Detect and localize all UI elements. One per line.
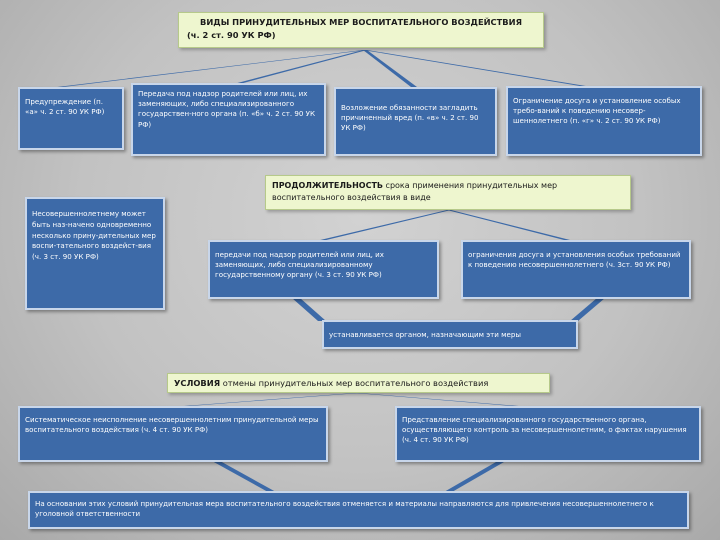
condition-item-1-text: Систематическое неисполнение несовершенн… — [25, 415, 319, 435]
connector-to-duration-2 — [447, 210, 574, 241]
conditions-rest: отмены принудительных мер воспитательног… — [220, 378, 489, 388]
title-box: ВИДЫ ПРИНУДИТЕЛЬНЫХ МЕР ВОСПИТАТЕЛЬНОГО … — [178, 12, 544, 48]
measure-text-4: Ограничение досуга и установление особых… — [513, 96, 681, 126]
condition-item-2-text: Представление специализированного госуда… — [402, 415, 687, 445]
conclusion-text: На основании этих условий принудительная… — [35, 499, 654, 519]
measure-text-3: Возложение обязанности загладить причине… — [341, 103, 479, 133]
conditions-keyword: УСЛОВИЯ — [174, 378, 221, 388]
connector-from-duration-1 — [292, 298, 326, 321]
connector-from-condition-2 — [444, 462, 504, 492]
duration-header: ПРОДОЛЖИТЕЛЬНОСТЬ срока применения прину… — [265, 175, 631, 210]
set-by-text: устанавливается органом, назначающим эти… — [329, 330, 521, 339]
connector-to-measure-4 — [363, 50, 604, 89]
connector-to-measure-3 — [363, 50, 417, 87]
conditions-header: УСЛОВИЯ отмены принудительных мер воспит… — [167, 373, 550, 393]
measure-text-2: Передача под надзор родителей или лиц, и… — [138, 89, 316, 129]
conclusion-box: На основании этих условий принудительная… — [28, 491, 689, 529]
measure-box-2: Передача под надзор родителей или лиц, и… — [131, 83, 326, 156]
title-line-2: (ч. 2 ст. 90 УК РФ) — [187, 30, 276, 40]
measure-text-1: Предупреждение (п. «а» ч. 2 ст. 90 УК РФ… — [25, 97, 105, 117]
side-note-text: Несовершеннолетнему может быть наз-начен… — [32, 209, 156, 262]
connector-to-measure-1 — [49, 50, 367, 88]
duration-item-2: ограничения досуга и установления особых… — [461, 240, 691, 299]
measure-box-3: Возложение обязанности загладить причине… — [334, 87, 497, 156]
connector-to-condition-2 — [355, 393, 543, 408]
duration-item-1: передачи под надзор родителей или лиц, и… — [208, 240, 439, 299]
connector-to-measure-2 — [226, 50, 367, 86]
duration-item-2-text: ограничения досуга и установления особых… — [468, 250, 681, 270]
measure-box-4: Ограничение досуга и установление особых… — [506, 86, 702, 156]
side-note-box: Несовершеннолетнему может быть наз-начен… — [25, 197, 165, 310]
connector-to-condition-1 — [171, 393, 359, 407]
title-line-1: ВИДЫ ПРИНУДИТЕЛЬНЫХ МЕР ВОСПИТАТЕЛЬНОГО … — [200, 17, 522, 27]
duration-keyword: ПРОДОЛЖИТЕЛЬНОСТЬ — [272, 181, 384, 190]
condition-item-2: Представление специализированного госуда… — [395, 406, 701, 462]
measure-box-1: Предупреждение (п. «а» ч. 2 ст. 90 УК РФ… — [18, 87, 124, 150]
connector-from-duration-2 — [570, 298, 605, 321]
set-by-box: устанавливается органом, назначающим эти… — [322, 320, 578, 349]
duration-item-1-text: передачи под надзор родителей или лиц, и… — [215, 250, 384, 280]
condition-item-1: Систематическое неисполнение несовершенн… — [18, 406, 328, 462]
connector-from-condition-1 — [212, 461, 276, 492]
duration-rest: срока применения принудительных мер восп… — [272, 181, 558, 202]
connector-to-duration-1 — [316, 210, 451, 241]
